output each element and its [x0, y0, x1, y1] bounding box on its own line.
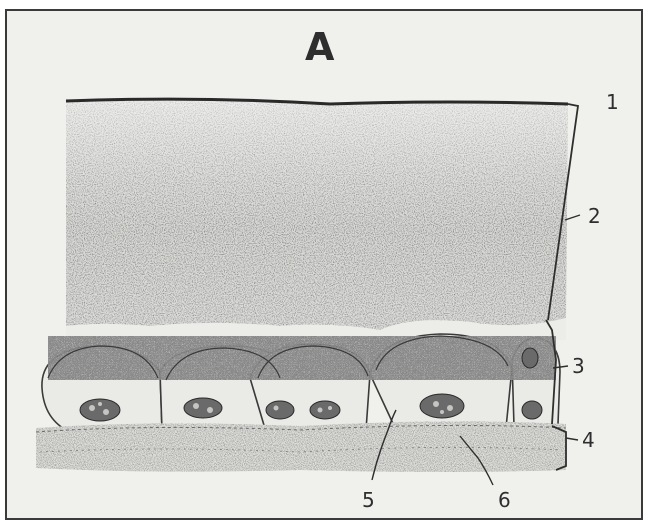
label-4: 4 — [582, 430, 595, 450]
label-3: 3 — [572, 356, 585, 376]
label-6: 6 — [498, 490, 511, 510]
label-2: 2 — [588, 206, 601, 226]
label-1: 1 — [606, 92, 619, 112]
layer-3-lobules — [42, 334, 560, 436]
panel-letter: A — [305, 28, 335, 66]
label-5: 5 — [362, 490, 375, 510]
layer-2-cortex — [60, 96, 572, 336]
